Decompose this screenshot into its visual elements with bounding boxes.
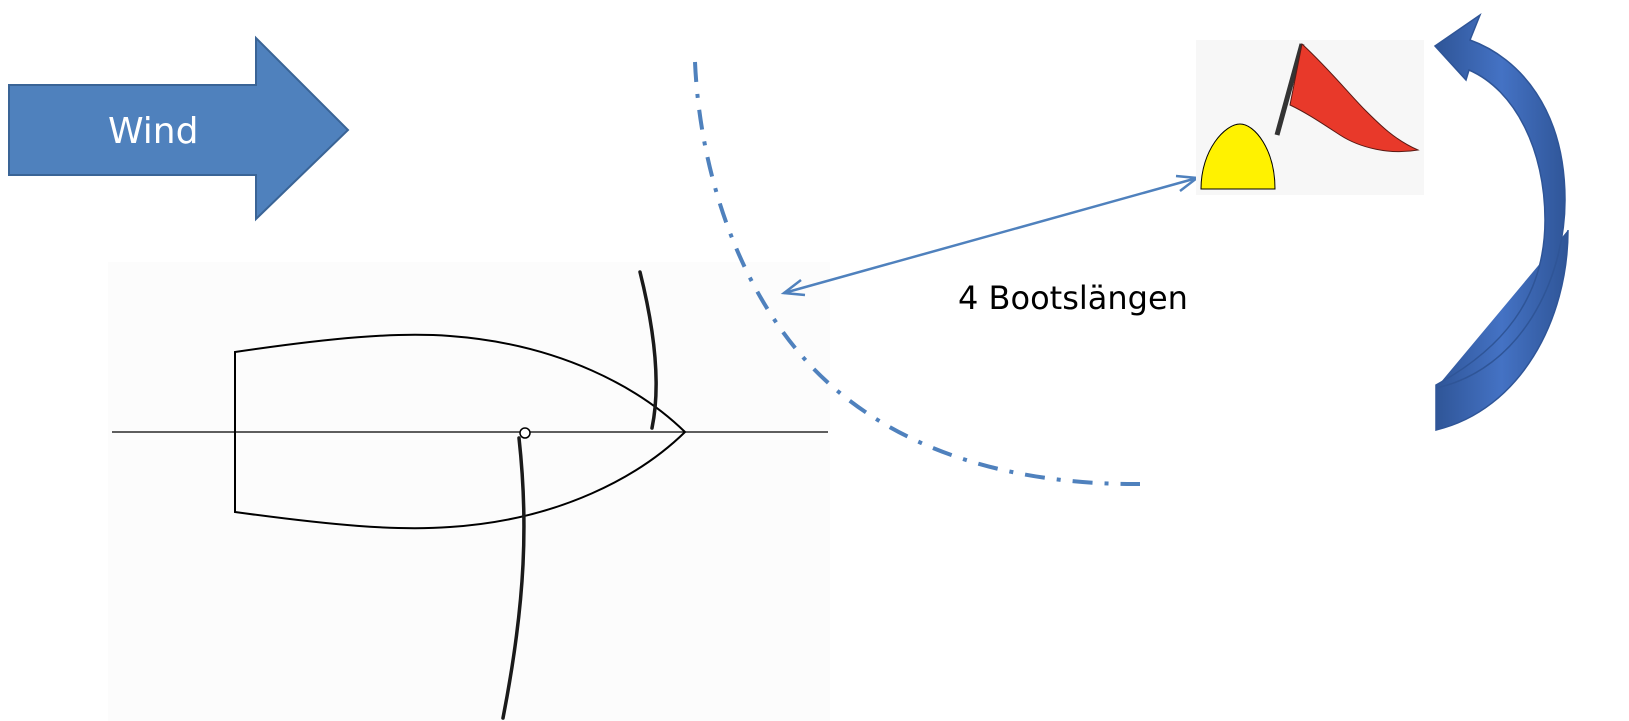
- boat-hull: [234, 333, 687, 530]
- mark-buoy-icon: [1196, 40, 1424, 195]
- distance-arrowhead-start: [780, 279, 806, 297]
- distance-line: [783, 176, 1198, 295]
- zone-circle-arc: [693, 61, 1141, 487]
- mainsail: [501, 436, 526, 720]
- distance-label: 4 Bootslängen: [958, 279, 1188, 317]
- boat-panel: [108, 262, 830, 721]
- wind-arrow: [8, 35, 350, 222]
- mast: [519, 427, 531, 439]
- wind-label: Wind: [108, 111, 199, 152]
- jib-sail: [638, 270, 658, 430]
- rounding-arrow-icon: [1433, 12, 1569, 431]
